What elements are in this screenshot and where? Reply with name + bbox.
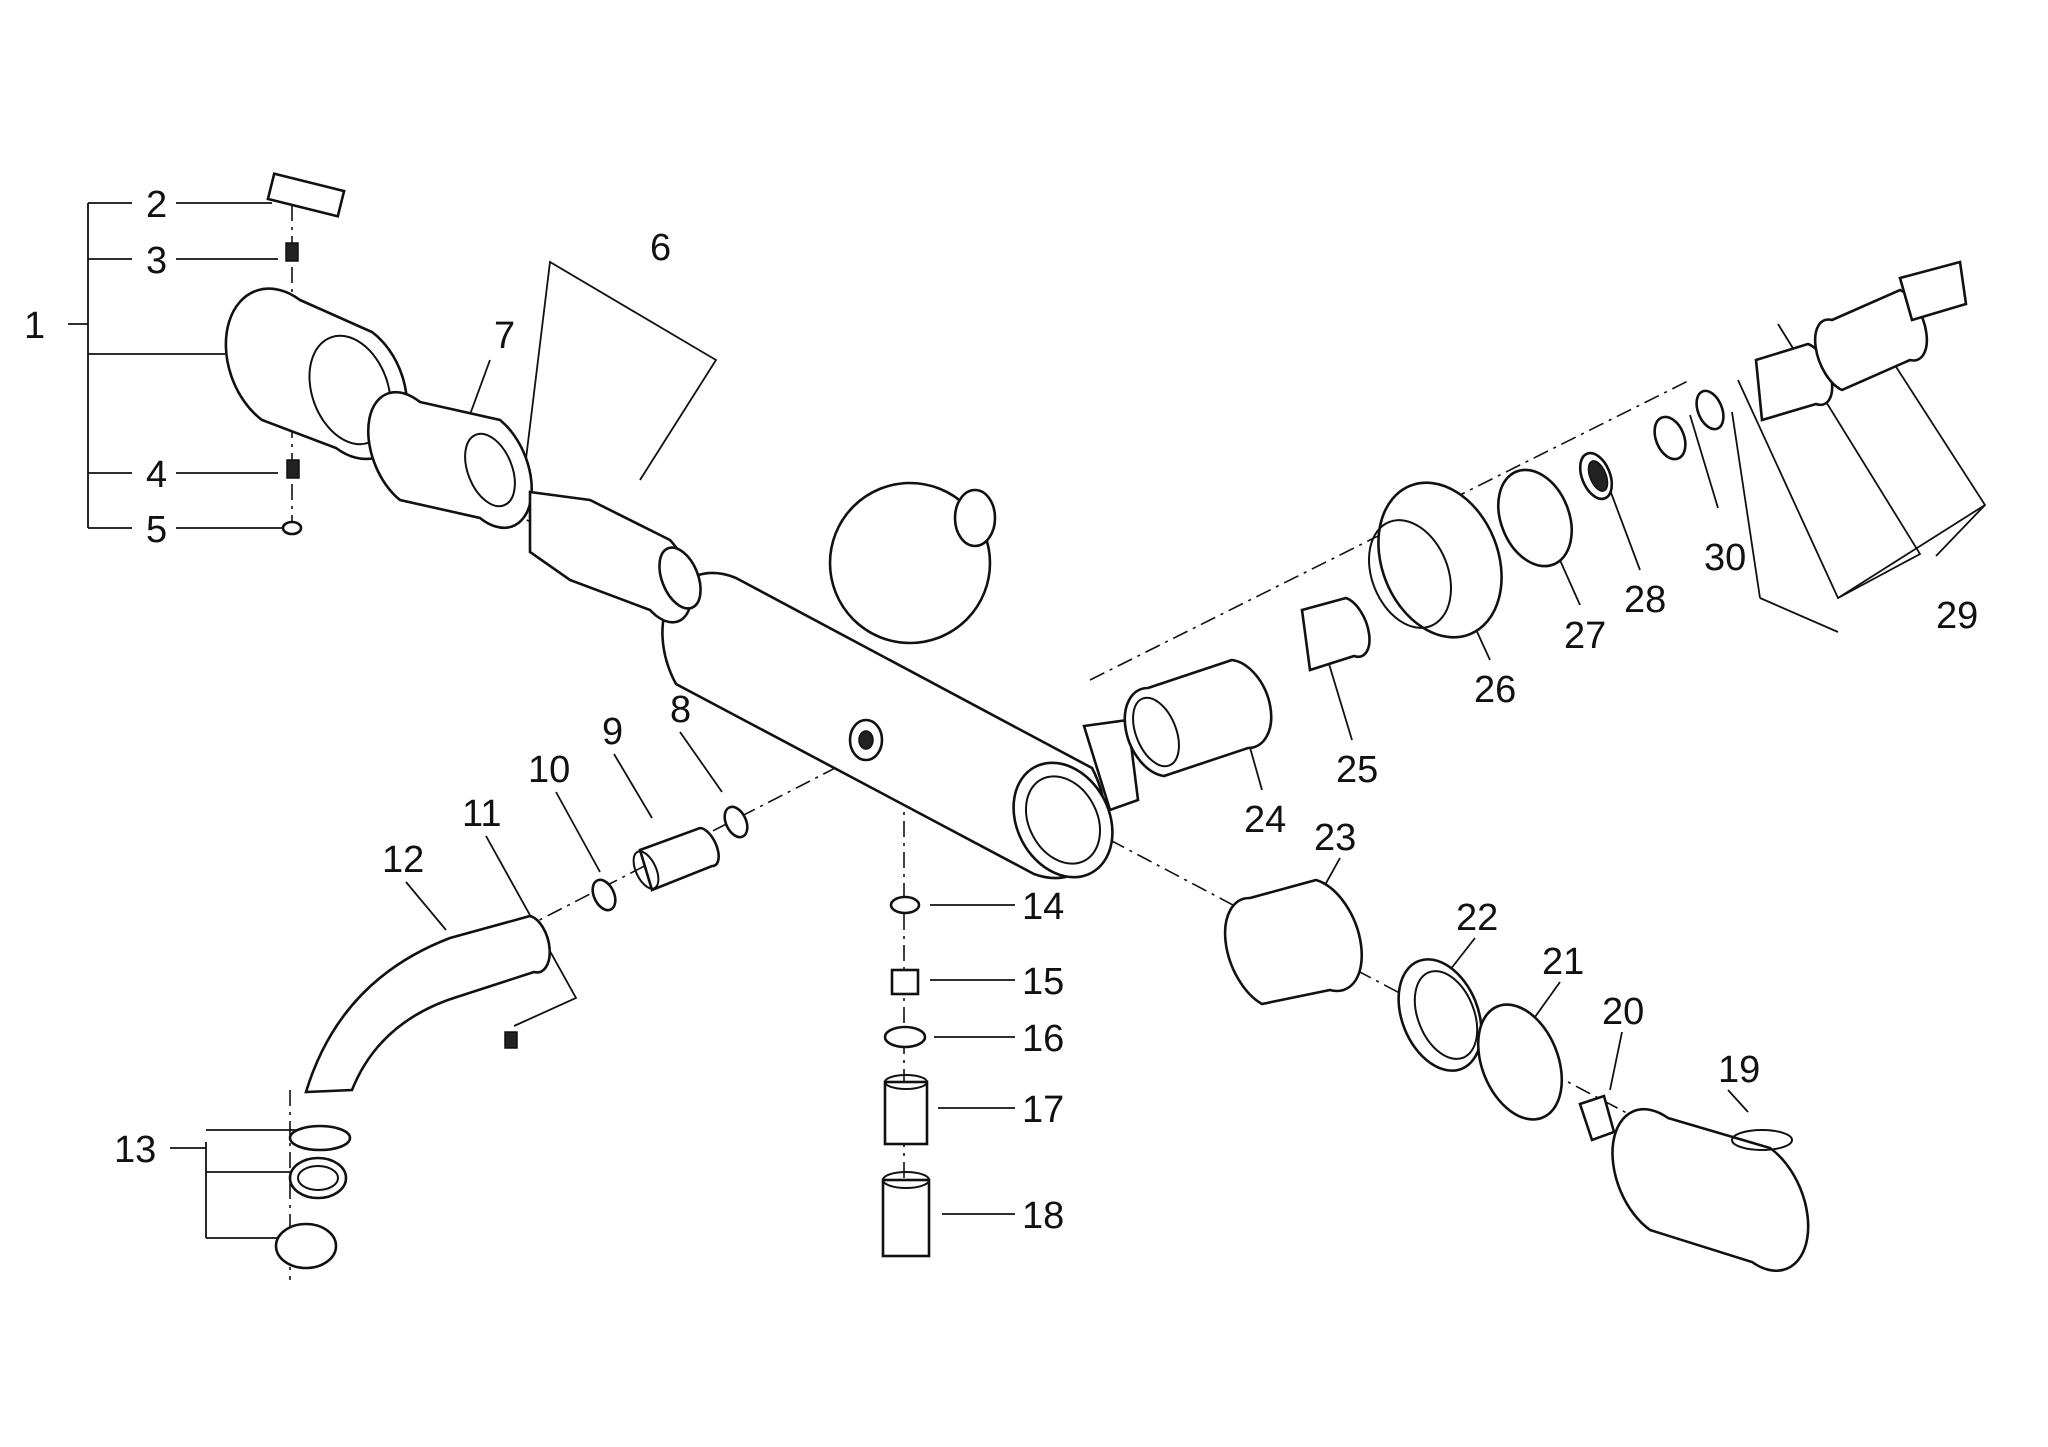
label-part-29: 29 [1936,595,1978,637]
label-part-28: 28 [1624,579,1666,621]
label-part-5: 5 [146,509,167,551]
label-part-6: 6 [650,227,671,269]
label-part-1: 1 [24,305,45,347]
label-part-17: 17 [1022,1089,1064,1131]
label-part-20: 20 [1602,991,1644,1033]
label-part-16: 16 [1022,1018,1064,1060]
label-part-13: 13 [114,1129,156,1171]
label-part-21: 21 [1542,941,1584,983]
label-part-24: 24 [1244,799,1286,841]
label-part-4: 4 [146,454,167,496]
spout [274,914,552,1270]
check-valve-parts [591,805,749,912]
label-part-23: 23 [1314,817,1356,859]
label-part-18: 18 [1022,1195,1064,1237]
label-part-22: 22 [1456,897,1498,939]
label-part-2: 2 [146,184,167,226]
label-part-30: 30 [1704,537,1746,579]
left-connection-parts [1123,260,1968,778]
label-part-15: 15 [1022,961,1064,1003]
label-part-19: 19 [1718,1049,1760,1091]
label-part-26: 26 [1474,669,1516,711]
label-part-25: 25 [1336,749,1378,791]
label-part-3: 3 [146,240,167,282]
valve-body [661,481,1140,880]
label-part-11: 11 [462,793,501,835]
label-part-10: 10 [528,749,570,791]
label-part-27: 27 [1564,615,1606,657]
part-labels: 1 2 3 4 5 6 7 8 9 10 11 12 13 14 15 16 1… [24,184,1978,1237]
thermostatic-cartridge [366,390,702,624]
label-part-14: 14 [1022,886,1064,928]
right-handle-parts [1223,878,1810,1273]
label-part-8: 8 [670,689,691,731]
label-part-7: 7 [494,315,515,357]
label-part-12: 12 [382,839,424,881]
handle-cap-ring [224,172,409,536]
outlet-stack [881,895,931,1258]
label-part-9: 9 [602,711,623,753]
